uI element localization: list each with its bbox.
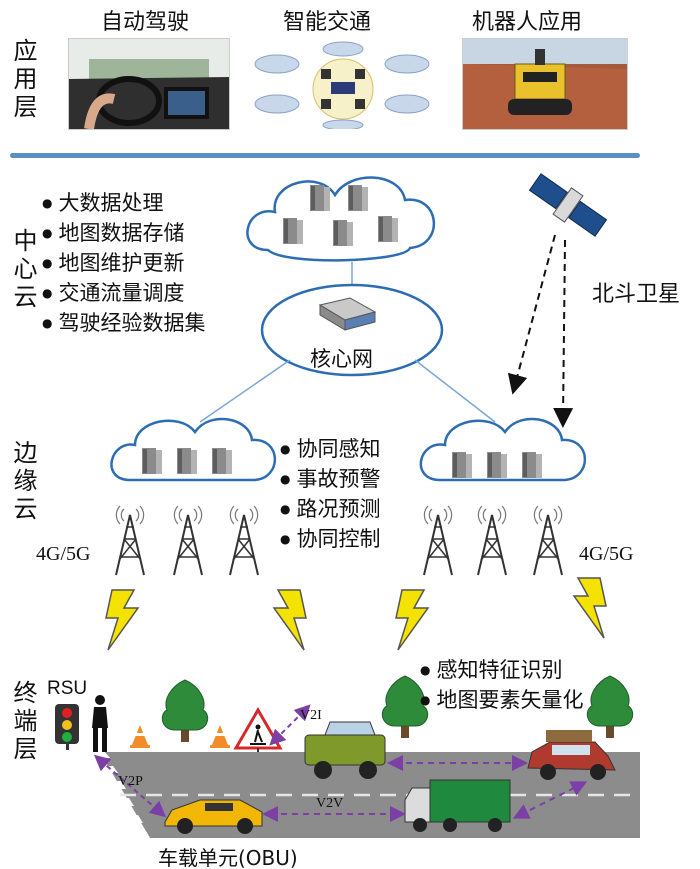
center-function-item: 交通流量调度	[42, 280, 205, 310]
core-network-ellipse	[260, 283, 444, 377]
terminal-function-list: 感知特征识别 地图要素矢量化	[420, 657, 583, 717]
center-cloud-function-list: 大数据处理 地图数据存储 地图维护更新 交通流量调度 驾驶经验数据集	[42, 190, 205, 340]
red-car	[527, 730, 616, 780]
driver-interior-photo	[68, 38, 230, 130]
v2v-arrow-truck-car	[512, 781, 588, 819]
v2i-label: V2I	[300, 708, 322, 723]
edge-function-item: 协同控制	[280, 526, 380, 556]
network-label-left: 4G/5G	[36, 543, 91, 565]
app-title-autonomous-driving: 自动驾驶	[100, 10, 189, 35]
network-label-right: 4G/5G	[579, 543, 634, 565]
pedestrian-warning-sign	[233, 707, 283, 752]
rsu-label: RSU	[47, 678, 88, 699]
layer-label-terminal: 终端层	[9, 680, 37, 764]
obu-label: 车载单元(OBU)	[158, 846, 298, 869]
edge-function-item: 事故预警	[280, 466, 380, 496]
edge-function-item: 协同感知	[280, 436, 380, 466]
pedestrian	[92, 695, 108, 752]
router-icon	[318, 297, 377, 331]
center-function-item: 地图维护更新	[42, 250, 205, 280]
jeep	[304, 721, 386, 779]
core-network-label: 核心网	[310, 347, 373, 371]
app-title-smart-traffic: 智能交通	[282, 10, 371, 35]
robot-photo	[462, 38, 628, 130]
center-cloud	[246, 176, 436, 262]
terminal-function-item: 感知特征识别	[420, 657, 583, 687]
terminal-function-item: 地图要素矢量化	[420, 687, 583, 717]
satellite-signal-left	[507, 234, 556, 395]
edge-function-item: 路况预测	[280, 496, 380, 526]
traffic-light	[55, 704, 79, 750]
center-function-item: 驾驶经验数据集	[42, 310, 205, 340]
satellite-icon	[528, 173, 608, 237]
edge-function-list: 协同感知 事故预警 路况预测 协同控制	[280, 436, 380, 556]
center-function-item: 大数据处理	[42, 190, 205, 220]
layer-label-edge-cloud: 边缘云	[9, 440, 37, 524]
layer-label-application: 应用层	[9, 38, 37, 122]
v2v-label: V2V	[316, 796, 344, 811]
app-title-robot: 机器人应用	[471, 10, 582, 35]
layer-label-center-cloud: 中心云	[9, 228, 37, 312]
truck	[404, 779, 511, 832]
v2p-arrow	[93, 754, 167, 818]
satellite-label: 北斗卫星	[592, 282, 681, 307]
yellow-car	[164, 799, 263, 834]
layer-divider	[10, 153, 640, 158]
v2p-label: V2P	[118, 774, 143, 789]
v2i-arrow	[269, 704, 311, 746]
smart-traffic-diagram	[246, 38, 440, 130]
center-function-item: 地图数据存储	[42, 220, 205, 250]
satellite-signal-right	[553, 239, 574, 428]
